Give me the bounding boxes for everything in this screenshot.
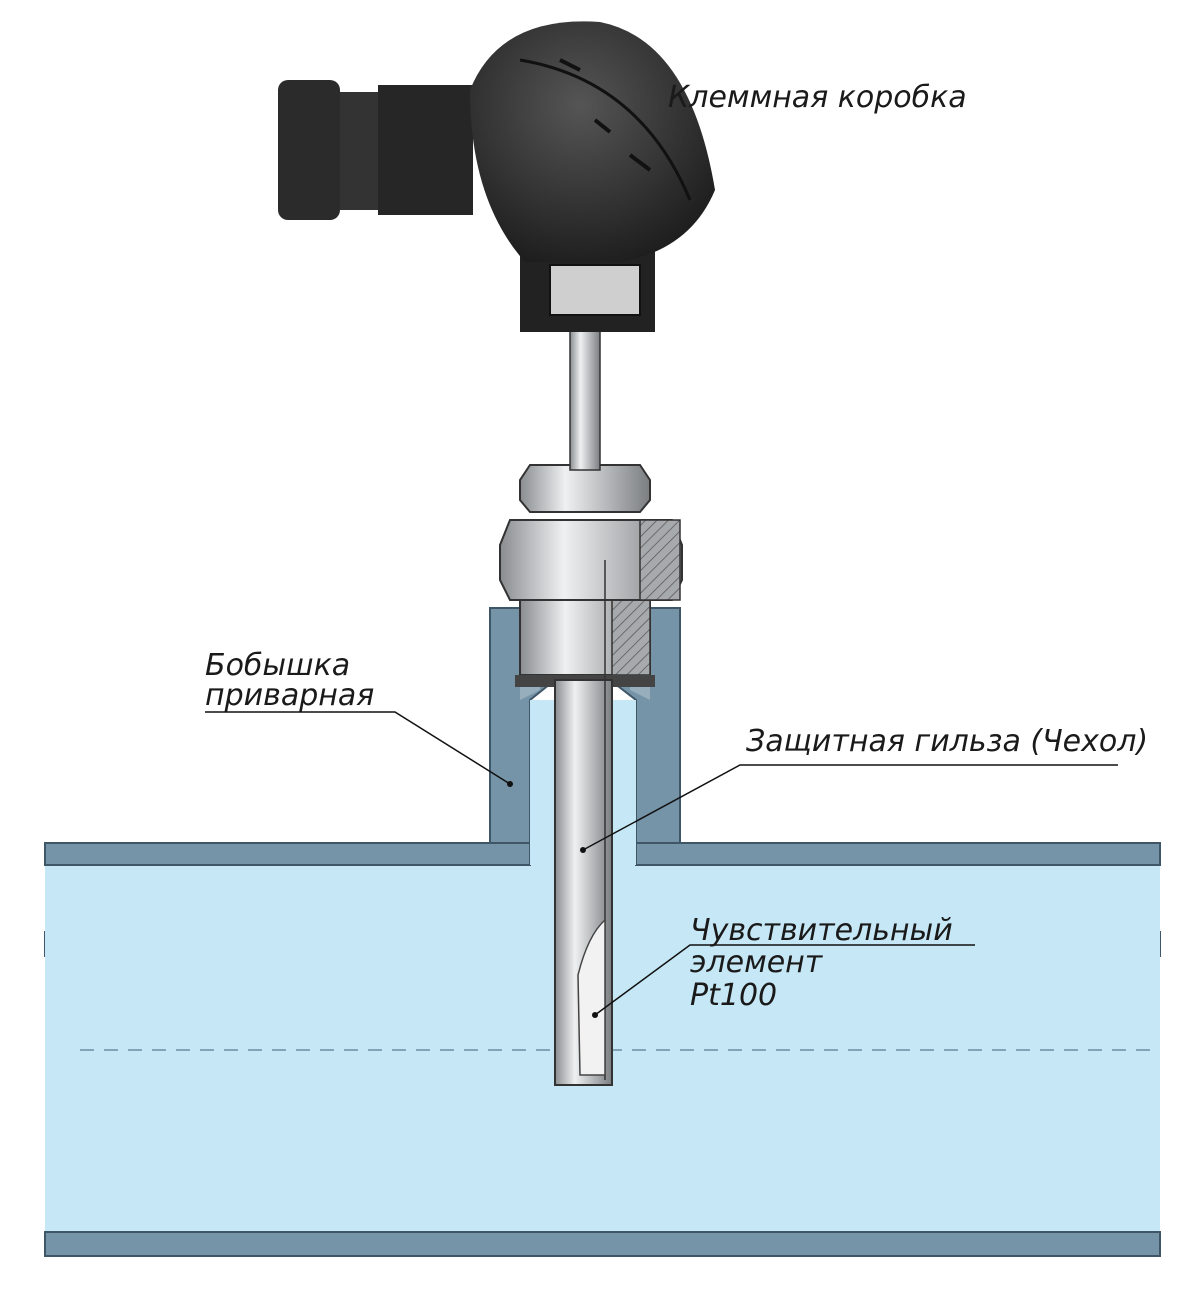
label-element-line1: Чувствительный (690, 913, 953, 948)
extension-stem (569, 329, 601, 471)
label-boss-line1: Бобышка (205, 648, 351, 683)
compression-nut (519, 464, 651, 513)
label-terminal-box: Клеммная коробка (668, 80, 967, 115)
pipe-top-wall-right (635, 842, 1161, 866)
cable-gland (278, 80, 340, 220)
label-boss-line2: приварная (205, 678, 375, 713)
leader-boss (205, 711, 511, 785)
terminal-box (278, 21, 715, 332)
leader-element (594, 944, 975, 1016)
leader-sheath (582, 764, 1118, 851)
label-element-line3: Pt100 (690, 978, 778, 1013)
label-element-line2: элемент (690, 945, 823, 980)
sensing-element (577, 918, 606, 1076)
head-window (549, 264, 641, 316)
pipe-bottom-wall (44, 1231, 1161, 1257)
head-dome (470, 21, 715, 262)
label-sheath: Защитная гильза (Чехол) (746, 724, 1149, 759)
pipe-top-wall-left (44, 842, 531, 866)
